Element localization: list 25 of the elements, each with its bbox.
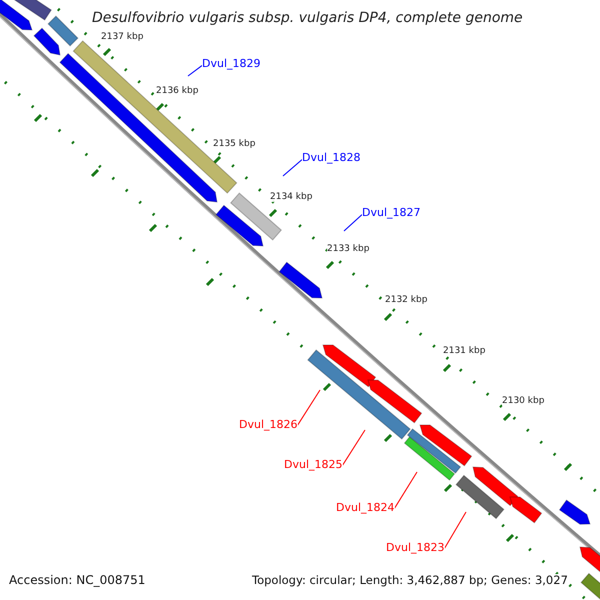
title: Desulfovibrio vulgaris subsp. vulgaris DP4, complete genome — [92, 10, 523, 26]
gene-label: Dvul_1824 — [336, 502, 395, 515]
scale-label: 2137 kbp — [101, 32, 144, 42]
scale-label: 2133 kbp — [327, 244, 370, 254]
accession-text: Accession: NC_008751 — [9, 574, 146, 588]
leader-line — [344, 214, 362, 232]
gene-label: Dvul_1826 — [239, 419, 298, 432]
scale-label: 2134 kbp — [270, 192, 312, 202]
gene-label: Dvul_1825 — [284, 459, 343, 472]
scale-label: 2132 kbp — [385, 295, 428, 306]
leader-line — [188, 65, 202, 76]
leader-line — [444, 512, 466, 549]
gene-label: Dvul_1827 — [362, 207, 421, 220]
scale-label: 2135 kbp — [213, 139, 256, 150]
leader-line — [297, 390, 320, 426]
scale-label: 2136 kbp — [156, 86, 198, 96]
scale-label: 2130 kbp — [502, 396, 544, 406]
leader-line — [282, 159, 302, 176]
gene-label: Dvul_1828 — [302, 152, 361, 165]
gene-label: Dvul_1829 — [202, 58, 261, 71]
leader-line — [394, 472, 418, 509]
scale-label: 2131 kbp — [443, 346, 486, 356]
leader-line — [342, 430, 366, 466]
gene-label: Dvul_1823 — [386, 542, 445, 555]
genome-info-text: Topology: circular; Length: 3,462,887 bp; Genes: 3,027 — [252, 574, 568, 588]
